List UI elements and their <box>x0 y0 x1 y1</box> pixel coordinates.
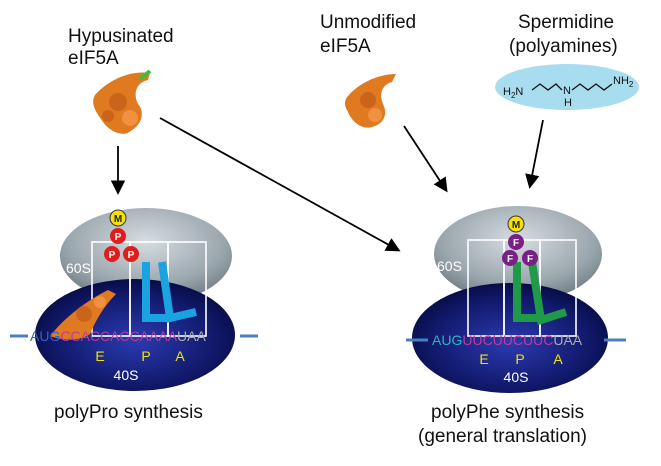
hypusinated-eif5a-icon <box>93 69 152 134</box>
spermidine-bubble <box>495 64 639 110</box>
spermidine-label: Spermidine <box>518 12 614 33</box>
right-ribosome: 60S M F F F AUGUUCUUCUUCUAA E P A 40S <box>406 206 626 393</box>
right-60s-label: 60S <box>437 258 462 274</box>
svg-text:H2N: H2N <box>503 86 523 100</box>
left-ribosome: 60S M P P P AUGCCACCACCAAAAUAA E P A 40S <box>10 208 258 391</box>
right-phe-residue-1 <box>508 234 524 250</box>
right-chain-m: M <box>512 220 520 231</box>
left-chain-p3: P <box>128 250 135 261</box>
left-a-trna <box>158 261 197 323</box>
right-chain-f3: F <box>527 254 533 265</box>
left-pro-residue-3 <box>123 246 139 262</box>
nh2-sub: 2 <box>629 80 634 89</box>
right-40s-label: 40S <box>504 369 529 385</box>
left-mrna-stop: UAA <box>177 328 206 344</box>
right-mrna-stop: UAA <box>553 332 582 348</box>
left-met-residue <box>109 209 127 227</box>
left-mrna-coding: CCACCACCAAAA <box>60 328 177 344</box>
right-phe-residue-3 <box>522 250 538 266</box>
nh-n: N <box>563 85 571 97</box>
unmodified-eif5a-icon <box>345 74 396 128</box>
left-chain-p1: P <box>115 232 122 243</box>
left-pro-residue-2 <box>104 246 120 262</box>
arrow-spermidine-to-right <box>525 119 544 189</box>
arrow-unmodified-to-right <box>403 125 448 193</box>
polyphe-caption: polyPhe synthesis <box>431 402 584 423</box>
hypusinated-label: Hypusinated <box>68 26 174 47</box>
right-chain-f1: F <box>513 238 519 249</box>
right-mrna-coding: UUCUUCUUC <box>462 332 553 348</box>
right-mrna-start: AUG <box>432 332 462 348</box>
h2n-sub: 2 <box>511 91 516 100</box>
svg-text:NH2: NH2 <box>613 75 634 89</box>
right-e-site-label: E <box>479 351 488 367</box>
left-e-site-label: E <box>95 348 104 364</box>
left-chain-m: M <box>114 214 122 225</box>
nh2-nh: NH <box>613 75 629 87</box>
unmodified-label: Unmodified <box>320 12 416 33</box>
unmodified-label-2: eIF5A <box>320 36 371 57</box>
spermidine-molecule: H2N N H NH2 <box>495 64 639 110</box>
hypusinated-label-2: eIF5A <box>68 48 119 69</box>
polyphe-caption-2: (general translation) <box>418 426 587 447</box>
h2n-n: N <box>515 86 523 98</box>
polyamines-label: (polyamines) <box>509 36 618 57</box>
left-p-site-label: P <box>141 348 150 364</box>
right-a-site-label: A <box>553 351 563 367</box>
left-pro-residue-1 <box>110 228 126 244</box>
arrow-hypusinated-to-right <box>159 117 401 252</box>
left-p-trna <box>142 262 172 322</box>
left-mrna-start: AUG <box>30 328 60 344</box>
left-a-site-label: A <box>175 348 185 364</box>
right-chain-f2: F <box>507 254 513 265</box>
right-mrna: AUGUUCUUCUUCUAA <box>432 332 583 348</box>
right-60s-subunit <box>434 206 602 302</box>
left-chain-p2: P <box>109 250 116 261</box>
h2n-h: H <box>503 86 511 98</box>
polypro-caption: polyPro synthesis <box>54 402 203 423</box>
right-phe-residue-2 <box>502 250 518 266</box>
nh-h: H <box>564 97 572 109</box>
left-40s-label: 40S <box>114 367 139 383</box>
left-60s-subunit <box>60 208 232 304</box>
right-a-trna <box>528 261 568 326</box>
right-met-residue <box>507 215 525 233</box>
left-mrna: AUGCCACCACCAAAAUAA <box>30 328 206 344</box>
right-p-trna <box>513 262 544 322</box>
left-60s-label: 60S <box>66 260 91 276</box>
right-p-site-label: P <box>515 351 524 367</box>
